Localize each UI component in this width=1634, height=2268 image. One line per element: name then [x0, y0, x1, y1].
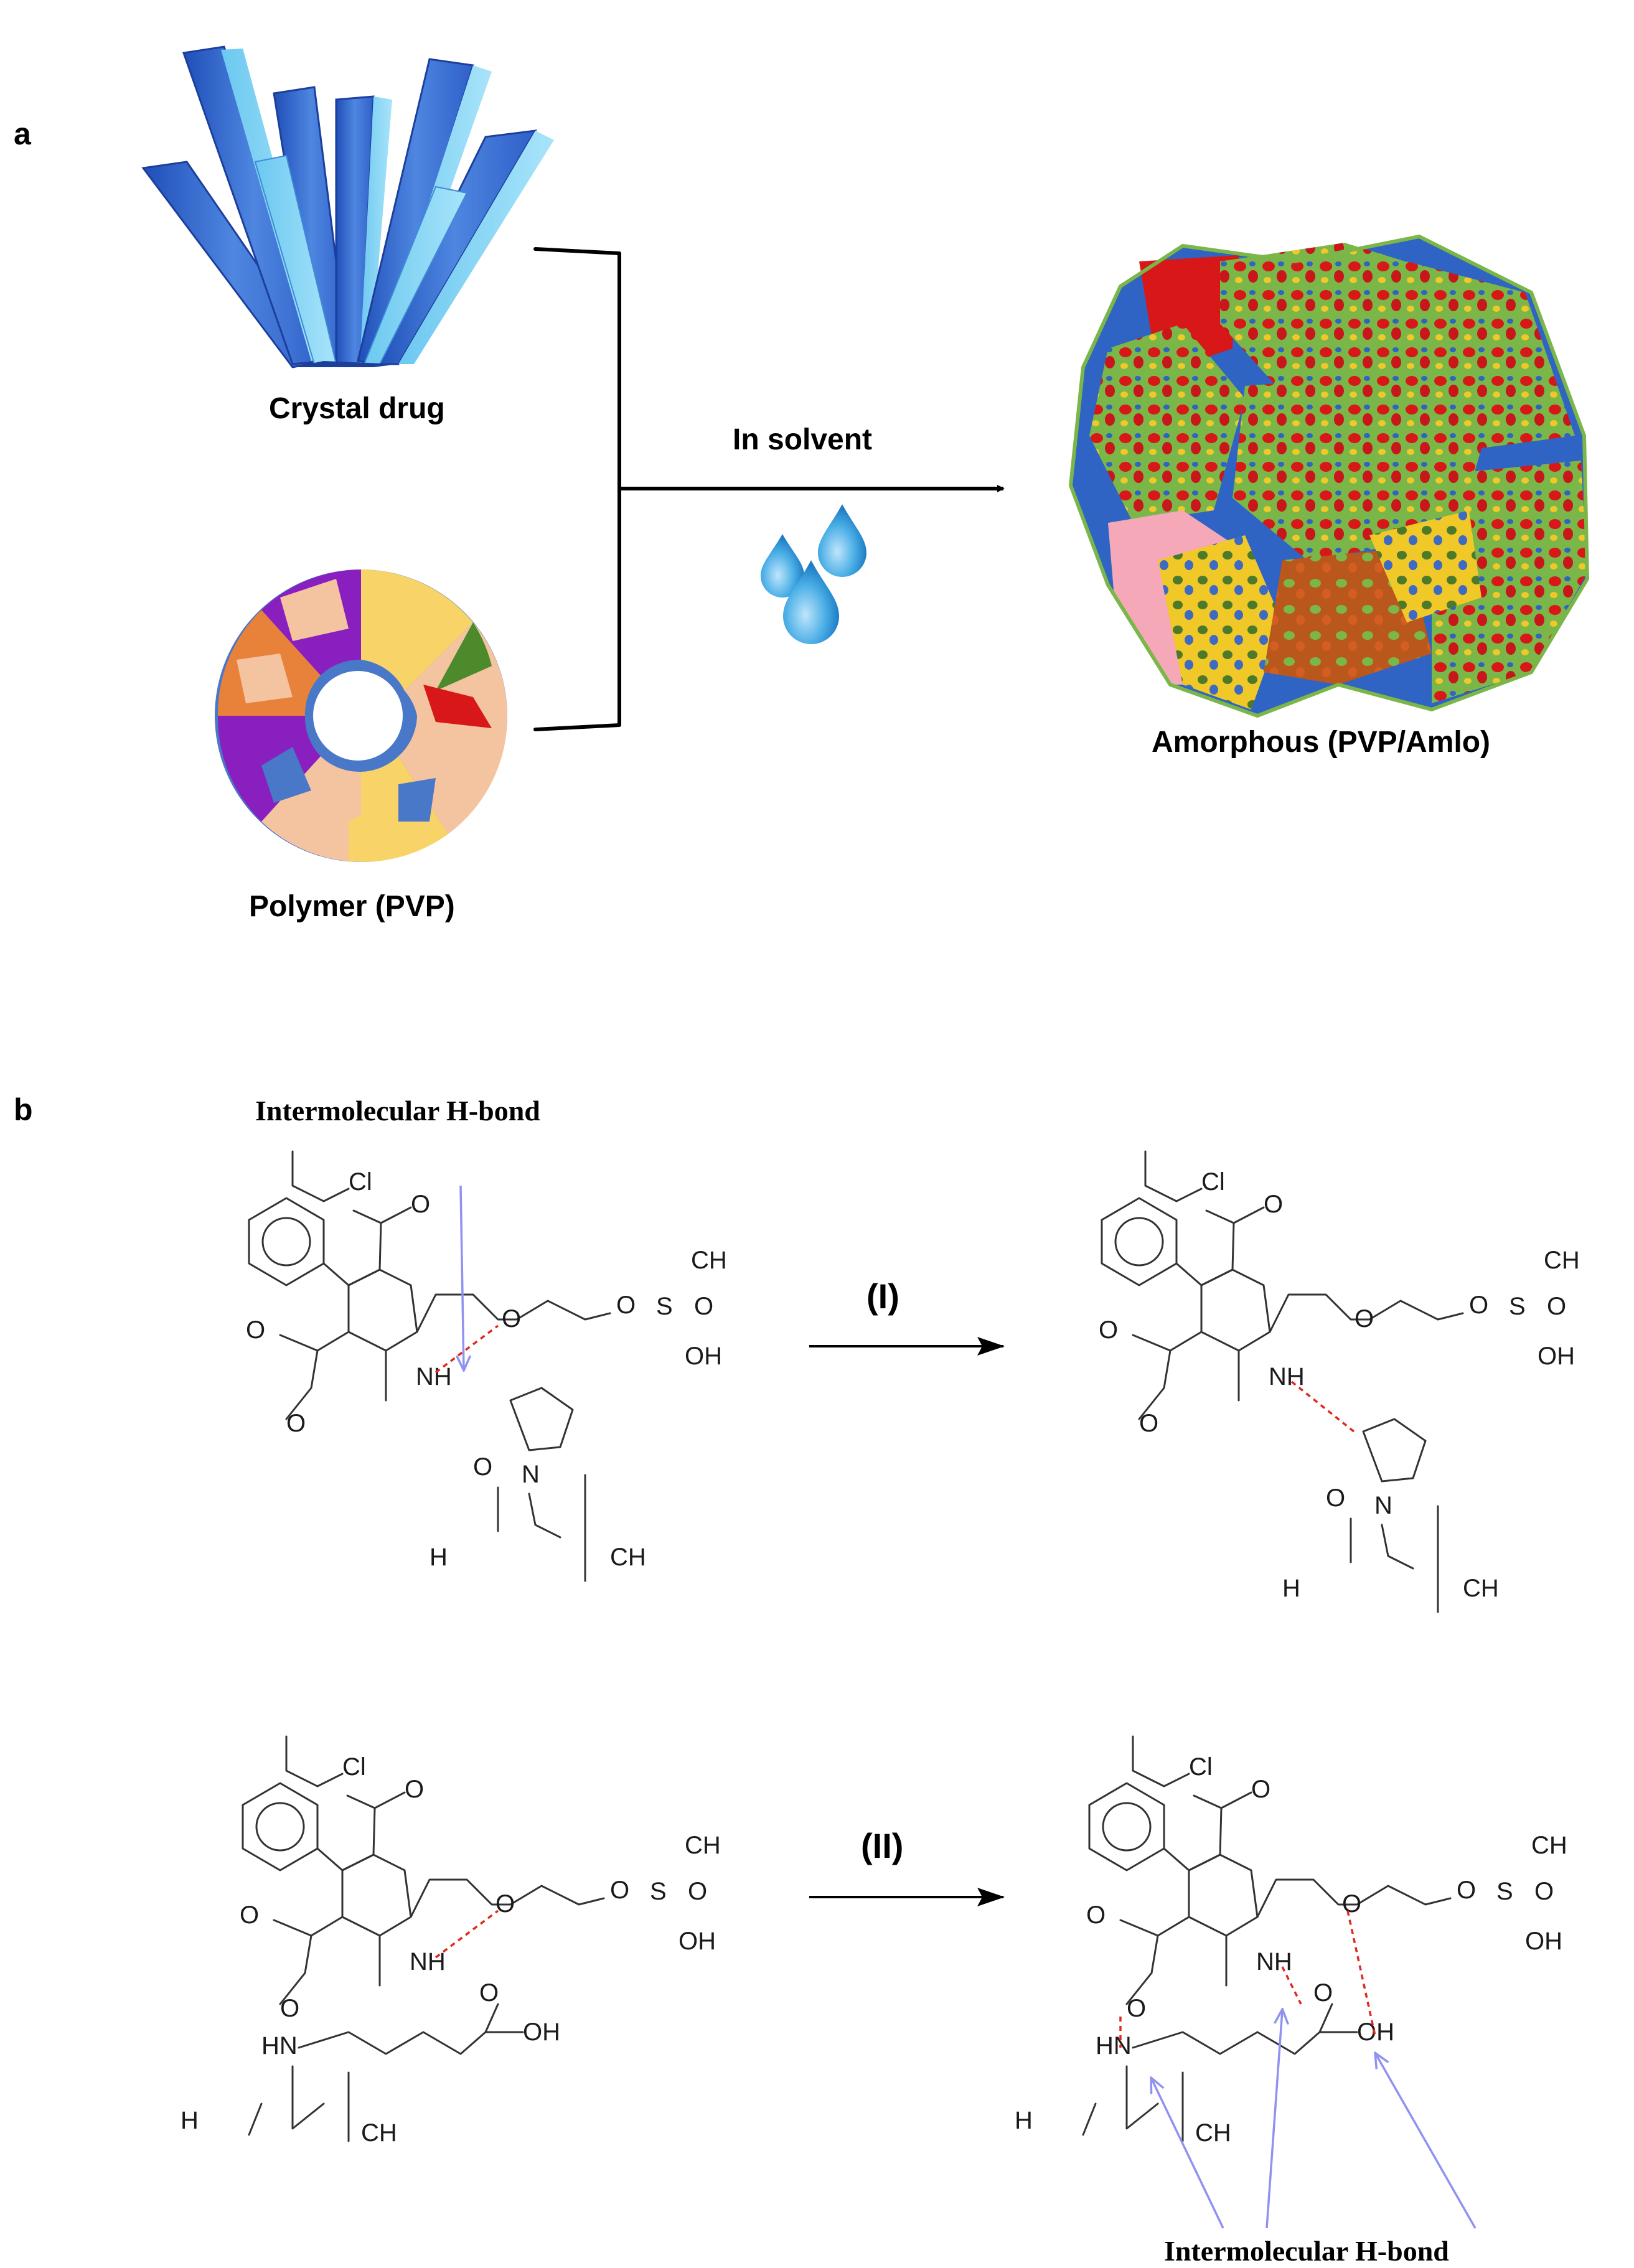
panel-b: b Intermolecular H-bond (I) (II) Cl O O …: [14, 1092, 1581, 2267]
oxygen-atom: O: [694, 1293, 713, 1320]
panel-b-label: b: [14, 1092, 33, 1127]
amine-group: HN: [1096, 2032, 1132, 2059]
pvp-unit-reactant-I: O N H CH: [430, 1387, 646, 1582]
amlodipine-molecule-product-I: [1097, 1150, 1581, 1438]
pvp-unit-product-I: O N H CH: [1282, 1418, 1499, 1613]
amlodipine-molecule: Cl O O O NH O O S O CH OH: [246, 1150, 727, 1437]
methyl-group: CH: [361, 2119, 397, 2147]
amorphous-blob-illustration: [1068, 234, 1590, 718]
reaction-I-label: (I): [866, 1277, 899, 1316]
solvent-label: In solvent: [733, 423, 872, 456]
oxygen-atom: O: [246, 1316, 265, 1344]
hbond-pointer-arrow: [1265, 2010, 1282, 2229]
carbonyl-oxygen: O: [479, 1979, 499, 2007]
oxonium-atom: O: [616, 1291, 636, 1319]
oxygen-atom: O: [411, 1191, 430, 1218]
amine-polymer-reactant-II: HN OH O H CH: [181, 1979, 560, 2147]
oxygen-atom: O: [286, 1410, 306, 1437]
panel-a: a Crystal drug: [14, 45, 1590, 923]
oxygen-atom: O: [502, 1305, 521, 1333]
hbond-pointer-arrow: [461, 1185, 464, 1369]
hydroxyl-group: OH: [523, 2018, 560, 2046]
amorphous-label: Amorphous (PVP/Amlo): [1152, 726, 1490, 759]
h3c-group: H: [1015, 2107, 1033, 2134]
hbond-pointer-arrow: [1376, 2054, 1477, 2229]
hbond-line: [434, 1324, 499, 1374]
carbonyl-oxygen: O: [1313, 1979, 1333, 2007]
hbond-label-bottom: Intermolecular H-bond: [1164, 2235, 1449, 2267]
methyl-group: CH: [1195, 2119, 1231, 2147]
combine-bracket: [533, 247, 621, 731]
methyl-group: CH: [610, 1544, 646, 1571]
nitrogen-atom: N: [522, 1461, 540, 1488]
carbonyl-oxygen: O: [1326, 1484, 1345, 1512]
crystal-drug-illustration: [141, 45, 554, 368]
hydroxyl-group: OH: [685, 1343, 722, 1370]
chlorine-atom: Cl: [349, 1168, 372, 1196]
hbond-pointer-arrow: [1152, 2079, 1224, 2229]
methyl-group: CH: [1463, 1575, 1499, 1602]
hydroxyl-group: OH: [1357, 2018, 1394, 2046]
h3c-group: H: [1282, 1575, 1300, 1602]
polymer-pvp-label: Polymer (PVP): [249, 890, 455, 923]
hbond-line: [1281, 1966, 1302, 2005]
nh-group: NH: [416, 1363, 452, 1390]
hbond-line: [1290, 1380, 1355, 1433]
h3c-group: H: [181, 2107, 199, 2134]
h3c-group: H: [430, 1544, 448, 1571]
crystal-drug-label: Crystal drug: [269, 392, 445, 425]
reaction-II-label: (II): [861, 1826, 903, 1865]
methyl-group: CH: [691, 1247, 727, 1274]
hbond-label-top: Intermolecular H-bond: [255, 1095, 540, 1127]
carbonyl-oxygen: O: [473, 1453, 492, 1481]
amine-polymer-product-II: HN OH O H CH: [1015, 1979, 1394, 2147]
panel-a-label: a: [14, 116, 32, 151]
hbond-line: [1346, 1910, 1377, 2039]
solvent-droplets-icon: [761, 504, 866, 644]
nitrogen-atom: N: [1374, 1492, 1392, 1519]
hbond-line: [434, 1910, 499, 1959]
polymer-pvp-illustration: [215, 569, 508, 863]
sulfur-atom: S: [656, 1293, 673, 1320]
amine-group: HN: [261, 2032, 298, 2059]
